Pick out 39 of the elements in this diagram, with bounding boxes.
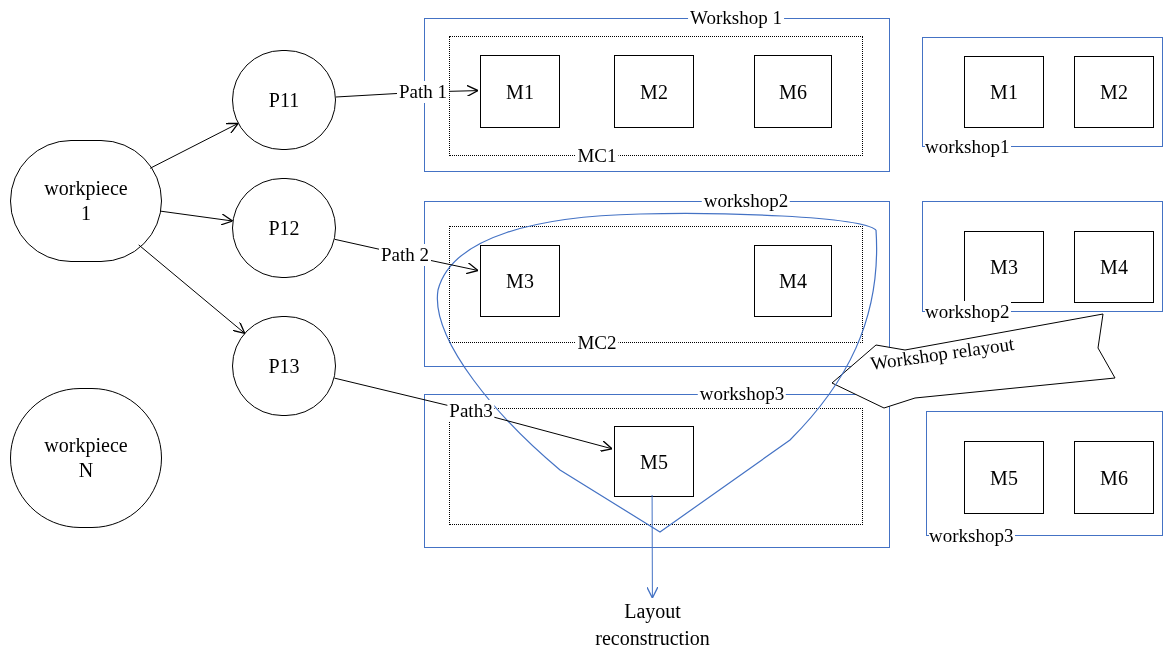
node-label: M5	[640, 451, 668, 472]
machine-box	[964, 231, 1044, 303]
node-label: Workshop relayout	[869, 334, 1016, 373]
arrow	[160, 210, 234, 226]
node-label: M6	[779, 81, 807, 102]
machine-box	[614, 426, 694, 497]
node-label: M5	[990, 467, 1018, 488]
node-label: M3	[990, 257, 1018, 277]
machine-box	[480, 245, 560, 317]
machine-box	[1074, 56, 1154, 128]
edge-label: Path 2	[379, 244, 431, 266]
node-label: P11	[268, 87, 300, 113]
machine-box	[754, 245, 832, 317]
node-label: M1	[990, 82, 1018, 102]
node-label: M1	[506, 81, 534, 102]
edge-label: Path3	[447, 400, 495, 422]
node-label: M2	[1100, 82, 1128, 102]
arrow	[646, 494, 659, 599]
node-label: workpiece 1	[43, 176, 129, 226]
annotation-text: Layout reconstruction	[555, 598, 750, 656]
edge-label: Path 1	[397, 81, 449, 103]
node-label: P12	[268, 215, 300, 241]
node-label: M3	[506, 271, 534, 291]
frame-title: workshop2	[925, 301, 1012, 323]
machine-box	[964, 441, 1044, 514]
node-label: P13	[268, 353, 300, 379]
machine-box	[964, 56, 1044, 128]
node-label: M2	[640, 81, 668, 102]
node-label: M6	[1100, 467, 1128, 488]
machine-box	[1074, 231, 1154, 303]
machine-box	[614, 55, 694, 128]
machine-box	[480, 55, 560, 128]
arrow	[149, 122, 239, 169]
arrow	[138, 244, 246, 334]
node-label: workpiece N	[43, 433, 129, 483]
node-label: M4	[779, 271, 807, 291]
machine-box	[1074, 441, 1154, 514]
machine-box	[754, 55, 832, 128]
node-label: M4	[1100, 257, 1128, 277]
